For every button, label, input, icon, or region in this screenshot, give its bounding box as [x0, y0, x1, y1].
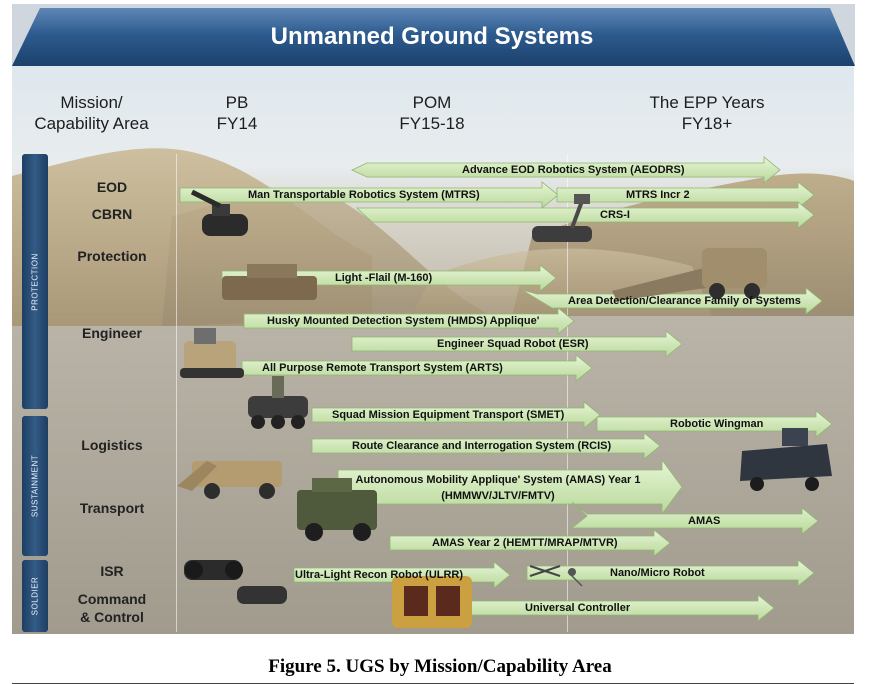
label-light-flail: Light -Flail (M-160): [335, 272, 433, 284]
arrow-hmds: [243, 307, 575, 335]
page-title: Unmanned Ground Systems: [271, 23, 594, 50]
label-nano-micro: Nano/Micro Robot: [610, 567, 705, 579]
column-header-pom: POM FY15-18: [377, 92, 487, 134]
label-line: Autonomous Mobility Applique' System (AM…: [355, 474, 641, 486]
arrow-robotic-wingman: [596, 410, 833, 438]
arrow-amas-year2: [389, 529, 671, 557]
column-header-line: The EPP Years: [649, 93, 765, 112]
label-crs-i: CRS-I: [600, 209, 630, 221]
area-clearance-vehicle-icon: [612, 248, 767, 301]
crs-i-robot-icon: [532, 194, 592, 242]
label-amas-year1: Autonomous Mobility Applique' System (AM…: [348, 474, 648, 503]
rcis-vehicle-icon: [177, 461, 282, 499]
column-divider: [176, 154, 177, 632]
column-header-mission: Mission/ Capability Area: [14, 92, 169, 134]
band-protection: PROTECTION: [22, 154, 48, 409]
arrow-esr: [351, 330, 683, 358]
column-header-line: POM: [412, 93, 452, 112]
row-label-isr: ISR: [100, 563, 124, 579]
column-header-pb: PB FY14: [192, 92, 282, 134]
light-flail-vehicle-icon: [222, 264, 317, 300]
row-label-cbrn: CBRN: [91, 206, 133, 222]
hmmwv-vehicle-icon: [297, 478, 377, 541]
nano-micro-robot-icon: [529, 565, 583, 587]
arrow-nano-micro: [526, 559, 815, 587]
row-label-line: Command: [77, 591, 147, 607]
ulrr-robot-icon: [184, 560, 287, 604]
column-header-line: PB: [225, 93, 249, 112]
roadmap-panel: Mission/ Capability Area PB FY14 POM FY1…: [12, 66, 854, 634]
husky-vehicle-icon: [180, 328, 244, 378]
program-arrows: [177, 156, 833, 628]
label-mtrs: Man Transportable Robotics System (MTRS): [248, 189, 480, 201]
label-line: (HMMWV/JLTV/FMTV): [441, 490, 555, 502]
column-header-line: FY15-18: [399, 114, 465, 133]
label-smet: Squad Mission Equipment Transport (SMET): [332, 409, 565, 421]
arrow-smet: [311, 401, 601, 429]
figure-caption: Figure 5. UGS by Mission/Capability Area: [268, 656, 612, 677]
label-robotic-wingman: Robotic Wingman: [670, 418, 764, 430]
band-soldier: SOLDIER: [22, 560, 48, 632]
column-header-line: Capability Area: [34, 114, 149, 133]
arrow-amas-year1: [337, 458, 683, 516]
smet-vehicle-icon: [248, 376, 308, 429]
label-esr: Engineer Squad Robot (ESR): [437, 338, 589, 350]
row-label-transport: Transport: [79, 500, 145, 516]
arrow-mtrs-incr2: [556, 181, 815, 209]
arrow-aeodrs: [351, 156, 781, 184]
label-amas: AMAS: [688, 515, 721, 527]
label-universal-controller: Universal Controller: [525, 602, 631, 614]
label-arts: All Purpose Remote Transport System (ART…: [262, 362, 503, 374]
column-divider: [567, 154, 568, 632]
column-header-line: Mission/: [60, 93, 123, 112]
column-header-line: FY18+: [681, 114, 733, 133]
arrow-arts: [241, 354, 593, 382]
column-header-epp: The EPP Years FY18+: [632, 92, 782, 134]
row-label-protection: Protection: [77, 248, 147, 264]
arrow-crs-i: [355, 201, 815, 229]
universal-controller-icon: [392, 576, 472, 628]
band-sustainment: SUSTAINMENT: [22, 416, 48, 556]
label-rcis: Route Clearance and Interrogation System…: [352, 440, 612, 452]
label-amas-year2: AMAS Year 2 (HEMTT/MRAP/MTVR): [432, 537, 618, 549]
robotic-wingman-vehicle-icon: [740, 428, 832, 491]
row-label-logistics: Logistics: [81, 437, 143, 453]
column-header-line: FY14: [216, 114, 258, 133]
label-aeodrs: Advance EOD Robotics System (AEODRS): [462, 164, 685, 176]
label-hmds: Husky Mounted Detection System (HMDS) Ap…: [267, 315, 540, 327]
title-banner: Unmanned Ground Systems: [12, 4, 855, 66]
label-area-detection: Area Detection/Clearance Family of Syste…: [568, 295, 801, 307]
label-mtrs-incr2: MTRS Incr 2: [626, 189, 690, 201]
row-label-engineer: Engineer: [82, 325, 142, 341]
arrow-mtrs: [179, 181, 559, 209]
mtrs-robot-icon: [190, 189, 248, 236]
row-label-command-control: Command & Control: [62, 590, 162, 626]
arrow-amas: [570, 501, 819, 535]
arrow-rcis: [311, 432, 661, 460]
label-ulrr: Ultra-Light Recon Robot (ULRR): [295, 569, 464, 581]
row-label-line: & Control: [80, 609, 144, 625]
arrow-universal-controller: [459, 594, 775, 622]
row-label-eod: EOD: [96, 179, 128, 195]
